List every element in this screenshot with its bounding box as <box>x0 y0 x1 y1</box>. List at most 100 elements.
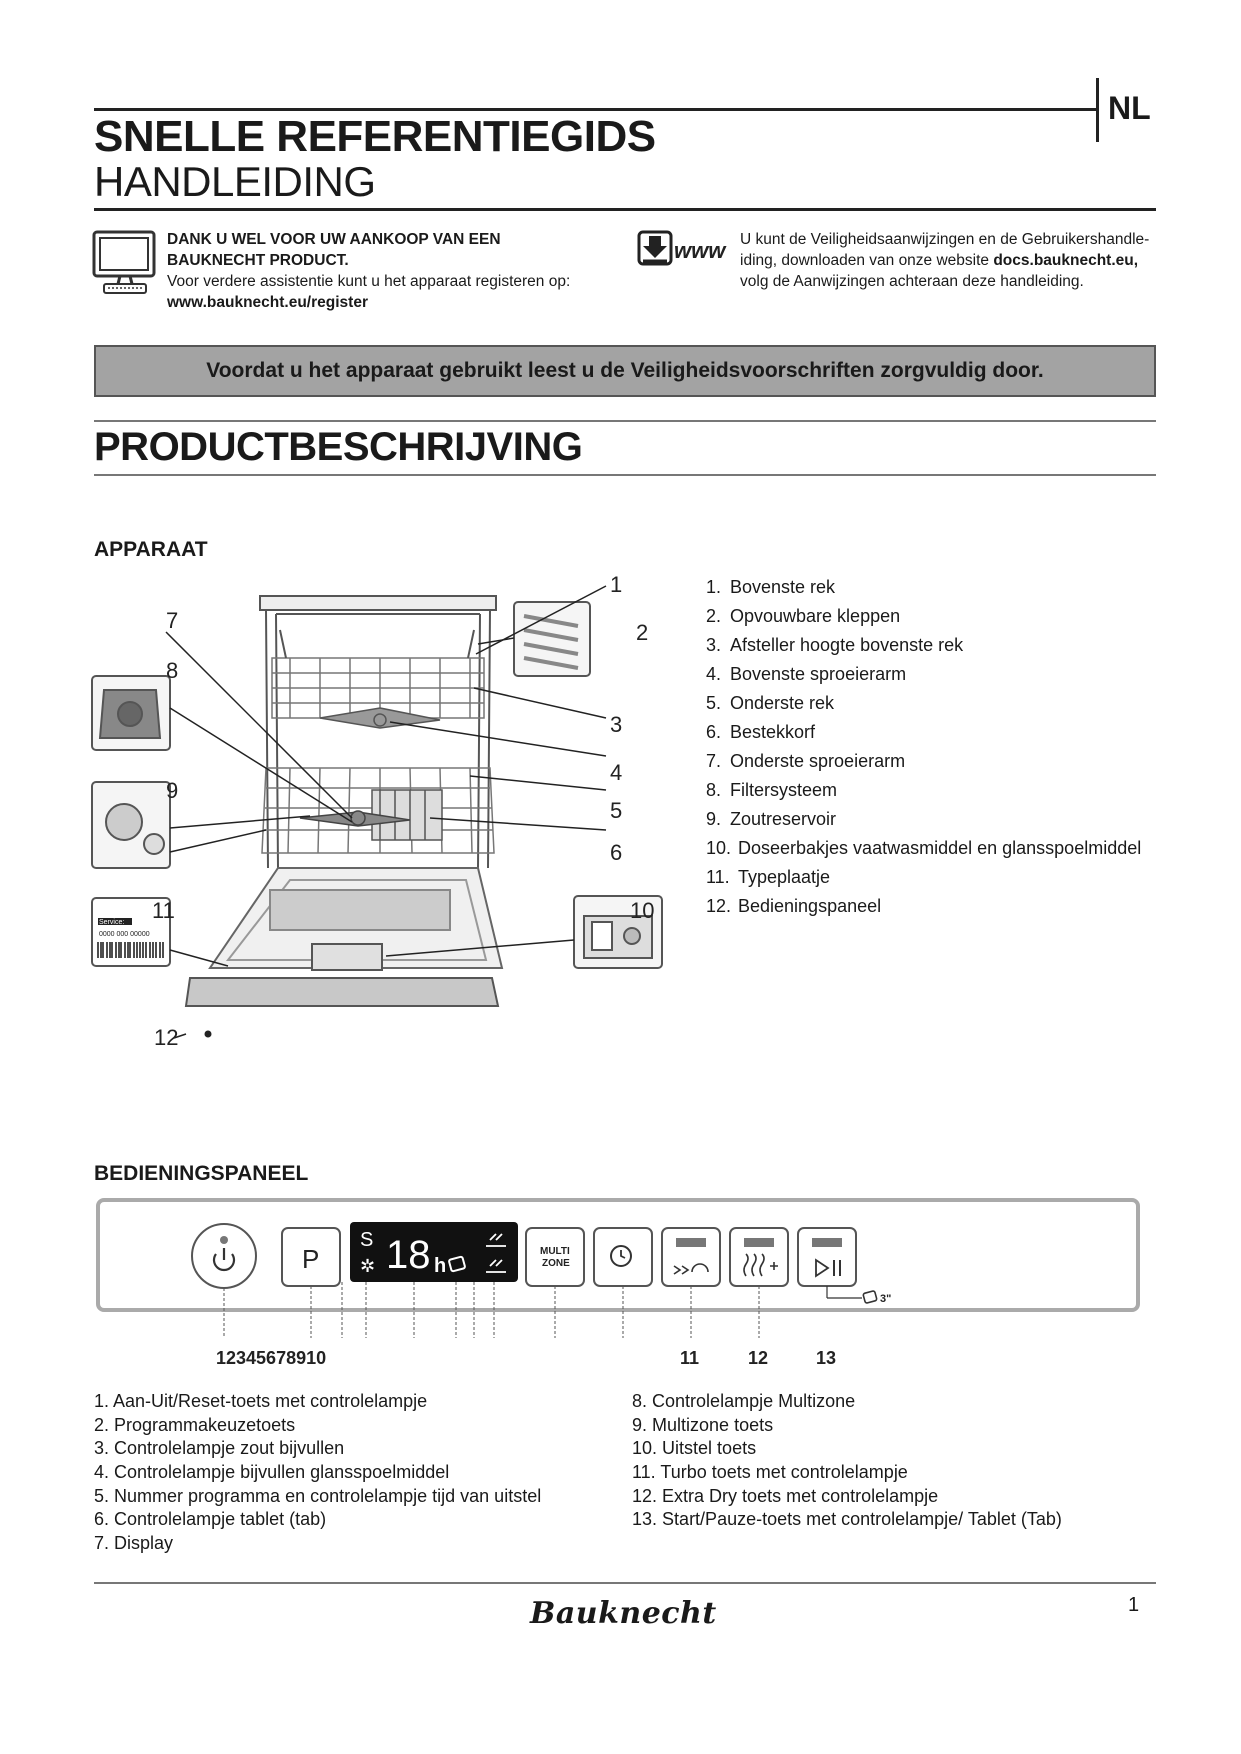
language-code: NL <box>1108 90 1151 126</box>
thanks-line3: Voor verdere assistentie kunt u het appa… <box>167 273 571 290</box>
power-button[interactable] <box>191 1223 257 1289</box>
docs-link[interactable]: docs.bauknecht.eu, <box>993 252 1139 269</box>
list-item: 2. Programmakeuzetoets <box>94 1414 541 1438</box>
turbo-button[interactable] <box>661 1227 721 1287</box>
list-item: 8. Filtersysteem <box>706 776 1186 805</box>
control-number: 1. <box>94 1391 110 1411</box>
register-link[interactable]: www.bauknecht.eu/register <box>167 294 368 311</box>
control-number: 2. <box>94 1414 110 1435</box>
tablet-hold-label: 3" <box>880 1293 891 1305</box>
leader-lines <box>165 585 607 1039</box>
download-line1: U kunt de Veiligheidsaanwijzingen en de … <box>740 231 1150 248</box>
header-bottom-rule <box>94 208 1156 211</box>
part-number: 4. <box>706 664 722 684</box>
control-label: Display <box>114 1533 174 1554</box>
list-item: 10. Uitstel toets <box>632 1437 1062 1461</box>
list-item: 12. Extra Dry toets met controlelampje <box>632 1485 1062 1509</box>
callout-3: 3 <box>610 712 622 737</box>
bauknecht-logo: Bauknecht <box>530 1596 717 1631</box>
control-number: 8. <box>632 1391 648 1411</box>
delay-button[interactable] <box>593 1227 653 1287</box>
part-number: 12. <box>706 896 732 916</box>
part-number: 8. <box>706 780 722 800</box>
callout-12: 12 <box>154 1025 178 1048</box>
control-number: 10. <box>632 1438 658 1459</box>
multizone-indicator-icon <box>486 1233 506 1273</box>
part-number: 2. <box>706 606 722 626</box>
control-number: 7. <box>94 1533 110 1554</box>
list-item: 5.Onderste rek <box>706 689 1186 718</box>
control-label: Turbo toets met controlelampje <box>660 1462 908 1483</box>
control-label: Multizone toets <box>652 1414 774 1435</box>
list-item: 8. Controlelampje Multizone <box>632 1390 1062 1414</box>
callout-numbers: 1 2 3 4 5 6 7 8 9 10 11 12 <box>152 572 654 1048</box>
download-line2: iding, downloaden van onze website docs.… <box>740 250 1170 271</box>
part-label: Zoutreservoir <box>730 809 837 829</box>
controls-list-left: 1. Aan-Uit/Reset-toets met controlelampj… <box>94 1390 541 1556</box>
tablet-icon <box>448 1255 466 1273</box>
list-item: 9. Zoutreservoir <box>706 805 1186 834</box>
control-number: 4. <box>94 1462 110 1483</box>
control-number: 3. <box>94 1438 110 1459</box>
control-label: Controlelampje bijvullen glansspoelmidde… <box>114 1462 450 1483</box>
salt-indicator: S <box>360 1229 373 1251</box>
part-number: 10. <box>706 838 732 858</box>
control-label: Uitstel toets <box>662 1438 757 1459</box>
control-number: 11. <box>632 1462 656 1483</box>
list-item: 1. Aan-Uit/Reset-toets met controlelampj… <box>94 1390 541 1414</box>
part-label: Doseerbakjes vaatwasmiddel en glansspoel… <box>738 838 1142 858</box>
indicator-number-13: 13 <box>816 1348 836 1368</box>
control-number: 12. <box>632 1485 658 1506</box>
upper-spray-arm <box>319 707 441 729</box>
multizone-button[interactable]: MULTI ZONE <box>525 1227 585 1287</box>
www-text: www <box>674 238 727 263</box>
thanks-line1: DANK U WEL VOOR UW AANKOOP VAN EEN <box>167 231 501 248</box>
section-top-rule <box>94 420 1156 422</box>
list-item: 12. Bedieningspaneel <box>706 892 1186 921</box>
safety-warning-banner: Voordat u het apparaat gebruikt leest u … <box>94 345 1156 397</box>
list-item: 2. Opvouwbare kleppen <box>706 602 1186 631</box>
start-pause-button[interactable] <box>797 1227 857 1287</box>
list-item: 3. Controlelampje zout bijvullen <box>94 1437 541 1461</box>
list-item: 7. Display <box>94 1532 541 1556</box>
computer-icon <box>92 230 156 294</box>
display: S ✲ 18 h <box>350 1222 518 1282</box>
part-number: 5. <box>706 693 722 713</box>
control-number: 6. <box>94 1509 110 1530</box>
part-number: 9. <box>706 809 722 829</box>
program-button[interactable]: P <box>281 1227 341 1287</box>
callout-5: 5 <box>610 798 622 823</box>
extra-dry-button[interactable] <box>729 1227 789 1287</box>
dishwasher-cabinet <box>259 595 497 869</box>
callout-1: 1 <box>610 572 622 597</box>
turbo-icon <box>673 1263 709 1275</box>
list-item: 13. Start/Pauze-toets met controlelampje… <box>632 1508 1062 1532</box>
control-panel-title: BEDIENINGSPANEEL <box>94 1162 309 1185</box>
part-label: Opvouwbare kleppen <box>730 606 901 626</box>
indicator-leader-lines <box>223 1282 760 1338</box>
service-number: 0000 000 00000 <box>99 931 150 938</box>
callout-9: 9 <box>166 778 178 803</box>
control-label: Extra Dry toets met controlelampje <box>662 1485 939 1506</box>
control-panel-diagram: P S ✲ 18 h MULTI ZONE <box>96 1198 1140 1368</box>
list-item: 4.Bovenste sproeierarm <box>706 660 1186 689</box>
tablet-hold-icon <box>862 1290 878 1304</box>
start-pause-lamp <box>812 1238 842 1247</box>
product-section-title: PRODUCTBESCHRIJVING <box>94 425 583 469</box>
program-digits: 18 <box>386 1233 431 1277</box>
program-button-label: P <box>302 1244 319 1274</box>
download-line2-text: iding, downloaden van onze website <box>740 252 994 269</box>
control-label: Programmakeuzetoets <box>114 1414 296 1435</box>
header-top-rule <box>94 108 1097 111</box>
part-label: Bedieningspaneel <box>738 896 882 916</box>
control-label: Nummer programma en controlelampje tijd … <box>114 1485 542 1506</box>
callout-10: 10 <box>630 898 654 923</box>
list-item: 11.Typeplaatje <box>706 863 1186 892</box>
part-label: Bestekkorf <box>730 722 816 742</box>
part-number: 11. <box>706 867 730 887</box>
callout-6: 6 <box>610 840 622 865</box>
inset-salt-reservoir <box>91 781 171 869</box>
controls-list-right: 8. Controlelampje Multizone 9. Multizone… <box>632 1390 1062 1532</box>
part-label: Filtersysteem <box>730 780 838 800</box>
section-bottom-rule <box>94 474 1156 476</box>
